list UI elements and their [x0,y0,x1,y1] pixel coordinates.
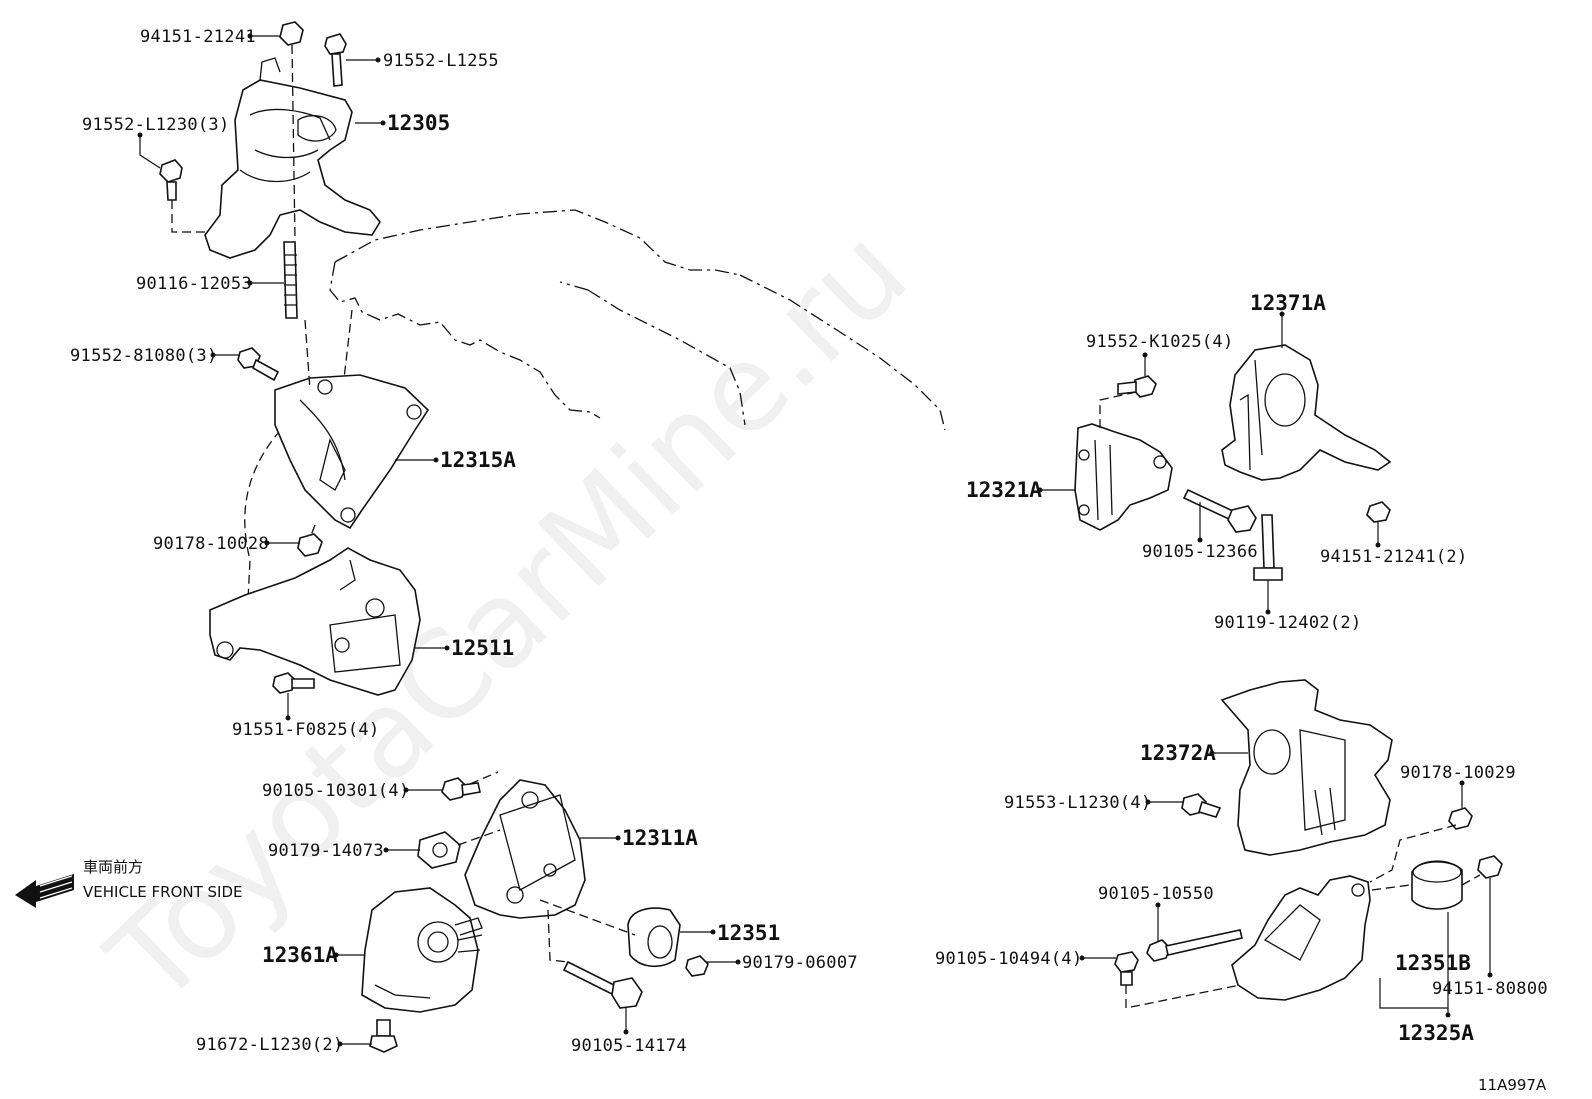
label-12321A[interactable]: 12321A [966,478,1042,502]
engine-mount-12372A[interactable] [1220,679,1393,856]
label-91672-L1230-2[interactable]: 91672-L1230(2) [196,1035,344,1055]
bolt-91552-L1230[interactable] [159,159,183,201]
bracket-12311A[interactable] [464,779,586,919]
bolt-91553-L1230[interactable] [1181,793,1222,818]
bolt-90105-12366[interactable] [1182,488,1257,533]
bolt-90105-14174[interactable] [562,960,643,1009]
label-90178-10028[interactable]: 90178-10028 [153,534,269,554]
label-90105-10550[interactable]: 90105-10550 [1098,884,1214,904]
nut-90178-10029[interactable] [1448,807,1473,830]
bolt-91552-L1255[interactable] [324,33,347,87]
label-94151-80800[interactable]: 94151-80800 [1432,979,1548,999]
label-12371A[interactable]: 12371A [1250,291,1326,315]
part-labels: 94151-21241 91552-L1255 12305 91552-L123… [70,27,1548,1056]
bolt-90105-10494[interactable] [1114,951,1139,986]
label-90105-10301-4[interactable]: 90105-10301(4) [262,781,410,801]
vehicle-front-jp-label: 車両前方 [83,858,143,876]
stud-90119-12402[interactable] [1253,514,1283,581]
stud-90116-12053[interactable] [283,241,298,319]
bolt-91672-L1230[interactable] [369,1019,398,1053]
label-91552-81080-3[interactable]: 91552-81080(3) [70,346,218,366]
nut-94151-21241-qty2[interactable] [1366,501,1391,523]
bushing-12351[interactable] [627,907,681,968]
label-90105-14174[interactable]: 90105-14174 [571,1036,687,1056]
label-12351B[interactable]: 12351B [1395,951,1471,975]
label-12511[interactable]: 12511 [451,636,514,660]
engine-mount-12361A[interactable] [361,887,483,1013]
label-12372A[interactable]: 12372A [1140,741,1216,765]
nut-94151-80800[interactable] [1477,855,1503,879]
nut-90178-10028[interactable] [297,533,323,557]
label-90105-12366[interactable]: 90105-12366 [1142,542,1258,562]
vehicle-front-arrow-icon [15,874,74,908]
bracket-12315A[interactable] [274,374,430,530]
label-90179-06007[interactable]: 90179-06007 [742,953,858,973]
nut-94151-21241[interactable] [279,21,304,46]
label-90116-12053[interactable]: 90116-12053 [136,274,252,294]
label-12305[interactable]: 12305 [387,111,450,135]
nut-90179-14073[interactable] [417,831,461,869]
label-91551-F0825-4[interactable]: 91551-F0825(4) [232,720,380,740]
label-90105-10494-4[interactable]: 90105-10494(4) [935,949,1083,969]
leader-lines [137,33,1493,1047]
nut-90179-06007[interactable] [685,955,709,977]
label-12351[interactable]: 12351 [717,921,780,945]
bracket-12511[interactable] [209,547,421,696]
label-91552-L1230-3[interactable]: 91552-L1230(3) [82,115,230,135]
label-91552-K1025-4[interactable]: 91552-K1025(4) [1086,332,1234,352]
vehicle-front-en-label: VEHICLE FRONT SIDE [83,883,243,901]
bolt-90105-10550[interactable] [1146,929,1243,962]
bracket-12321A[interactable] [1074,423,1173,531]
label-91553-L1230-4[interactable]: 91553-L1230(4) [1004,793,1152,813]
bolt-90105-10301[interactable] [441,777,481,801]
label-94151-21241-2[interactable]: 94151-21241(2) [1320,547,1468,567]
engine-mount-12371A[interactable] [1221,344,1392,481]
figure-code: 11A997A [1478,1076,1547,1094]
label-12311A[interactable]: 12311A [622,826,698,850]
label-94151-21241[interactable]: 94151-21241 [140,27,256,47]
engine-outline [244,209,946,601]
label-91552-L1255[interactable]: 91552-L1255 [383,51,499,71]
engine-mount-12305[interactable] [204,57,381,259]
label-12315A[interactable]: 12315A [440,448,516,472]
label-90179-14073[interactable]: 90179-14073 [268,841,384,861]
assembly-lines [171,44,1481,1009]
label-90119-12402-2[interactable]: 90119-12402(2) [1214,613,1362,633]
label-12325A[interactable]: 12325A [1398,1021,1474,1045]
bolt-91552-K1025[interactable] [1117,375,1157,398]
label-90178-10029[interactable]: 90178-10029 [1400,763,1516,783]
bolt-91551-F0825[interactable] [272,672,315,694]
bushing-12351B[interactable] [1411,860,1463,910]
label-12361A[interactable]: 12361A [262,943,338,967]
bracket-12325A[interactable] [1231,875,1371,1001]
bolt-91552-81080[interactable] [237,347,280,382]
